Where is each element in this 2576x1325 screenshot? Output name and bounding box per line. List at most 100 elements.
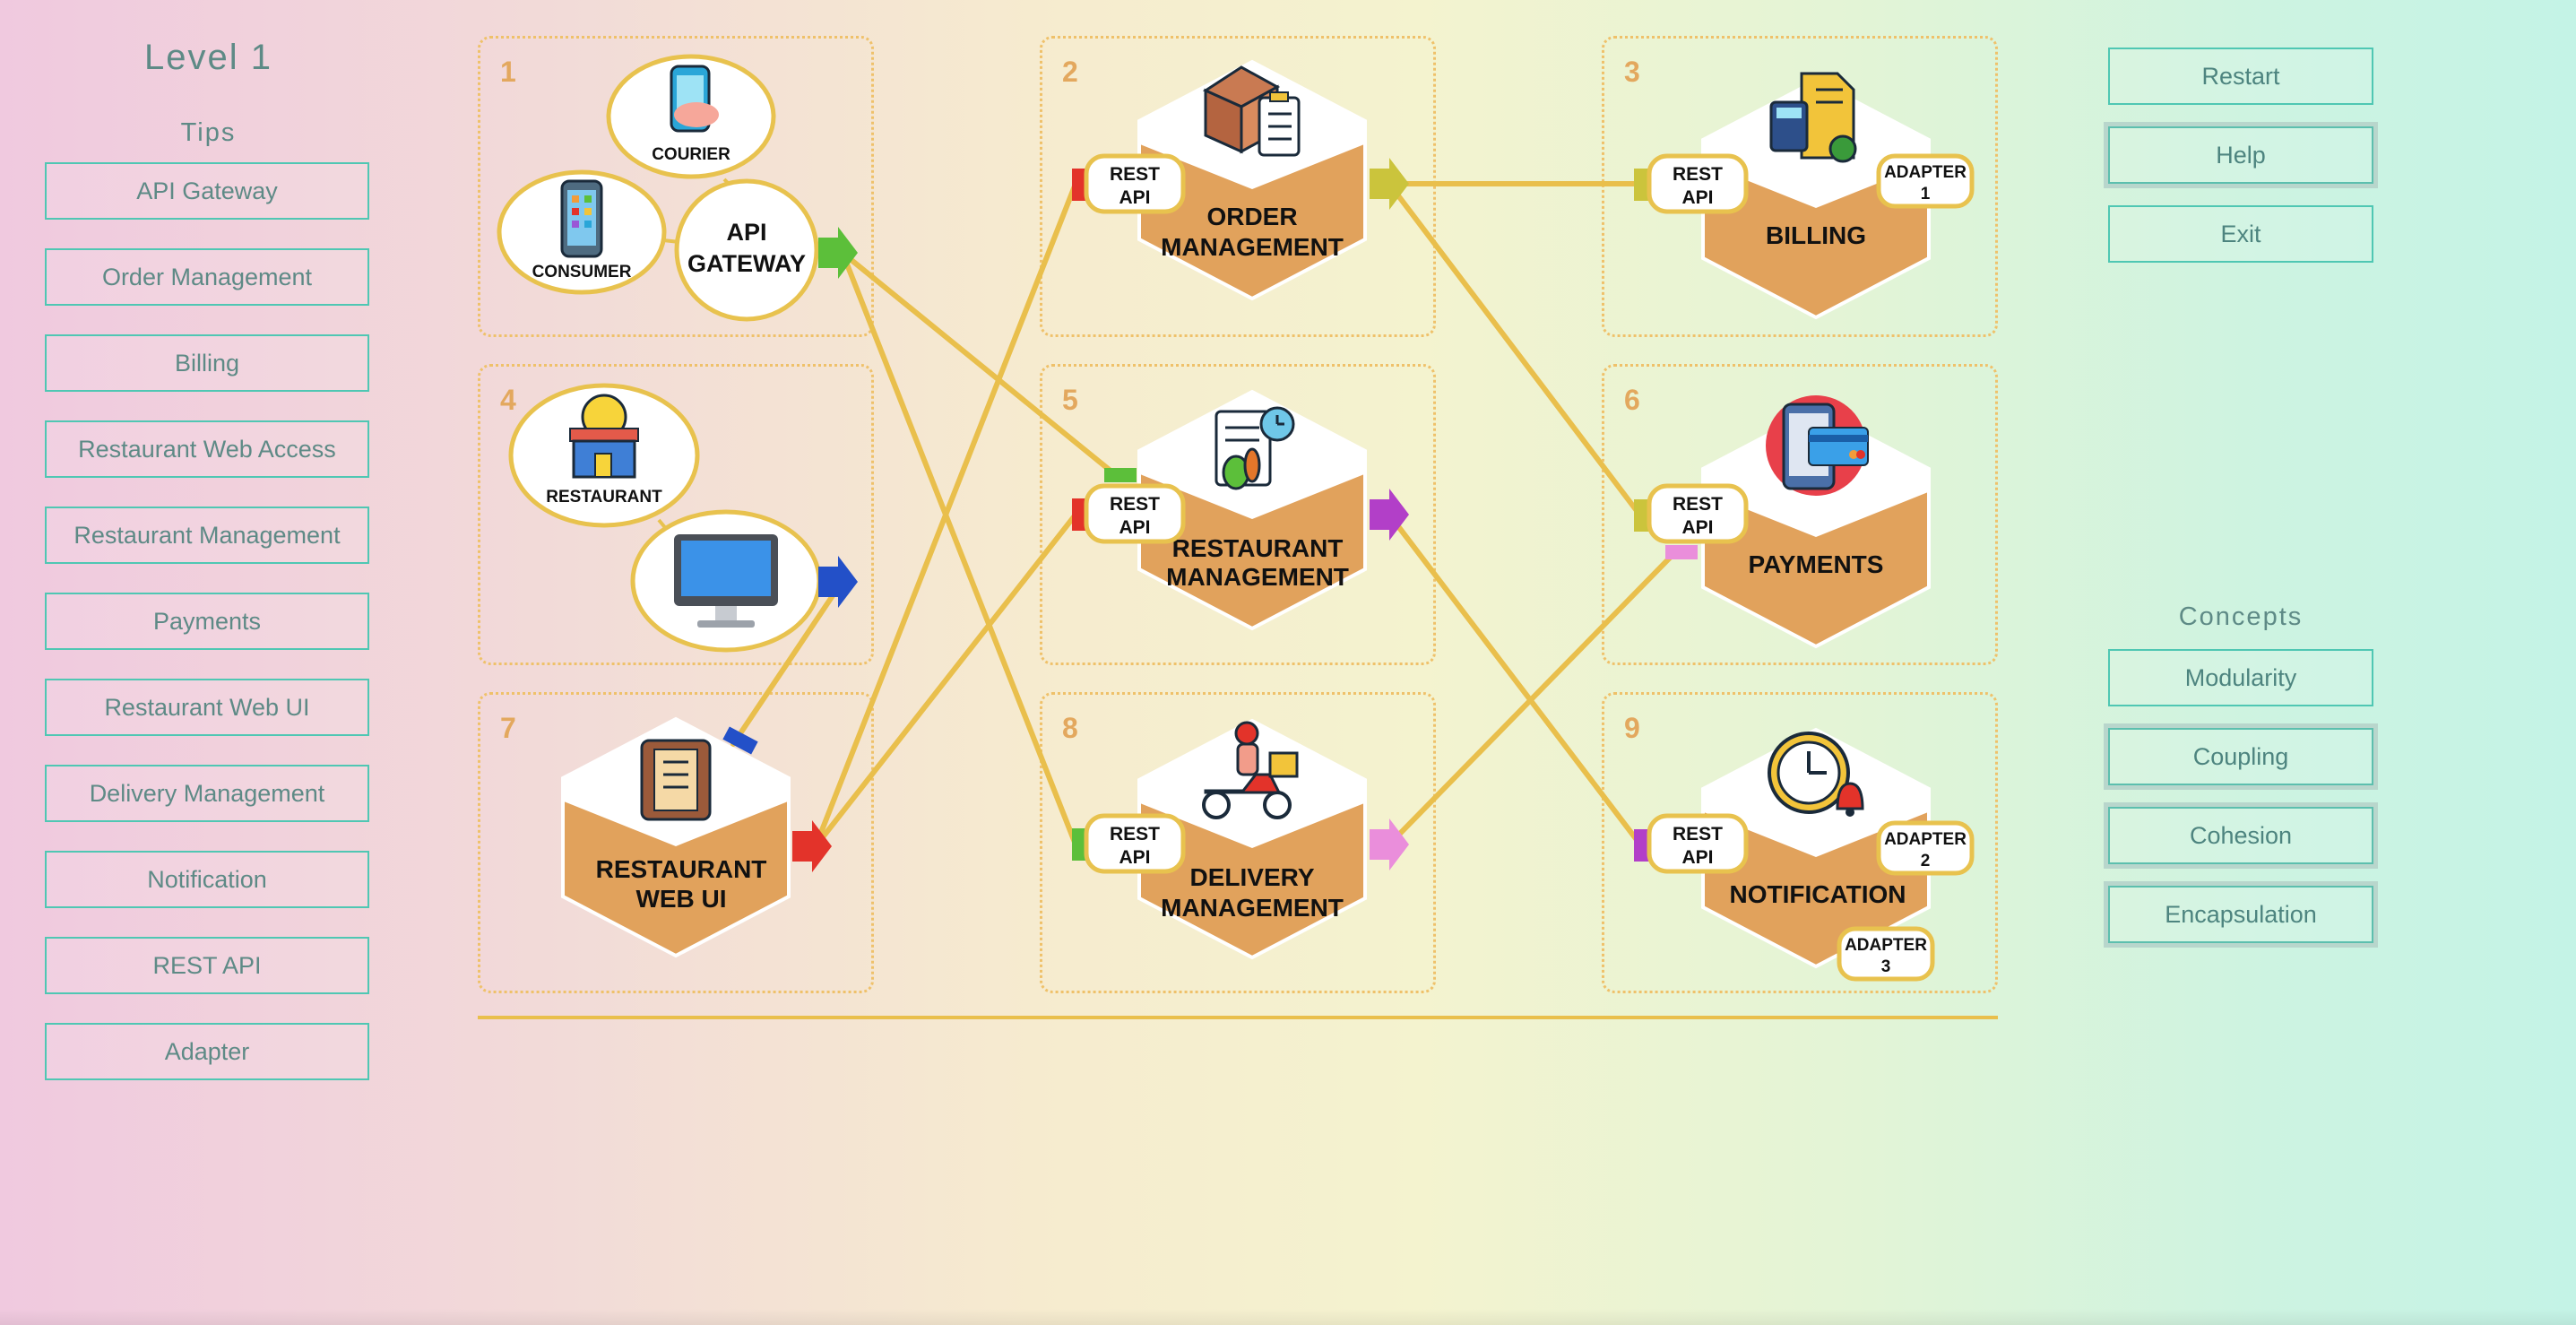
slot-1[interactable] [478, 36, 874, 337]
tip-notification[interactable]: Notification [45, 851, 369, 908]
recipe-clipboard-icon [1215, 406, 1295, 490]
delivery-management-label-line1: DELIVERY [1190, 863, 1315, 891]
slot-number-6: 6 [1624, 384, 1640, 416]
tip-delivery-management[interactable]: Delivery Management [45, 765, 369, 822]
payments-rest-api-pill: REST API [1647, 483, 1749, 544]
order-management-label-line1: ORDER [1206, 203, 1297, 230]
restaurant-web-ui-label-line1: RESTAURANT [596, 855, 767, 883]
svg-text:REST: REST [1673, 494, 1723, 515]
concept-coupling[interactable]: Coupling [2108, 728, 2373, 785]
tip-order-management[interactable]: Order Management [45, 248, 369, 306]
svg-text:API: API [1119, 847, 1150, 868]
wire-restaurant-notification [1387, 512, 1643, 847]
tip-adapter[interactable]: Adapter [45, 1023, 369, 1080]
slot-number-5: 5 [1062, 384, 1078, 416]
billing-rest-api-pill: REST API [1647, 153, 1749, 214]
slot-6[interactable] [1602, 364, 1998, 665]
consumer-label: CONSUMER [532, 263, 632, 281]
slot-4[interactable] [478, 364, 874, 665]
slot-9[interactable] [1602, 692, 1998, 993]
slot-number-1: 1 [500, 56, 516, 88]
tips-title: Tips [180, 118, 237, 147]
tip-rest-api[interactable]: REST API [45, 937, 369, 994]
olive-input-port [1634, 169, 1650, 201]
svg-text:API: API [1119, 187, 1150, 208]
restaurant-web-ui-label-line2: WEB UI [635, 885, 726, 913]
consumer-phone-icon [560, 179, 603, 258]
slot-number-8: 8 [1062, 712, 1078, 744]
tip-restaurant-web-access[interactable]: Restaurant Web Access [45, 420, 369, 478]
svg-text:REST: REST [1110, 164, 1160, 185]
restaurant-web-access-cluster[interactable]: RESTAURANT [508, 383, 858, 653]
concepts-title: Concepts [2178, 602, 2304, 631]
adapter-1-pill: ADAPTER 1 [1876, 153, 1975, 209]
svg-text:API: API [1681, 847, 1713, 868]
blue-output-arrow [818, 556, 858, 608]
slot-number-4: 4 [500, 384, 516, 416]
restaurant-rest-api-pill: REST API [1084, 483, 1186, 544]
notification-label: NOTIFICATION [1729, 880, 1906, 908]
concept-modularity[interactable]: Modularity [2108, 649, 2373, 706]
delivery-rest-api-pill: REST API [1084, 813, 1186, 874]
billing-label: BILLING [1766, 221, 1866, 249]
red-output-arrow [792, 820, 832, 872]
delivery-management-label-line2: MANAGEMENT [1161, 894, 1344, 922]
adapter-3-pill: ADAPTER 3 [1837, 926, 1935, 982]
restart-button[interactable]: Restart [2108, 48, 2373, 105]
menu-book-icon [640, 739, 712, 821]
slot-8[interactable] [1040, 692, 1436, 993]
svg-text:1: 1 [1921, 185, 1931, 204]
slot-number-3: 3 [1624, 56, 1640, 88]
svg-text:REST: REST [1673, 164, 1723, 185]
notification-module[interactable]: NOTIFICATION [1637, 727, 1995, 1027]
clock-bell-icon [1768, 732, 1864, 817]
tip-api-gateway[interactable]: API Gateway [45, 162, 369, 220]
svg-text:ADAPTER: ADAPTER [1884, 830, 1967, 849]
wire-gateway-delivery [840, 250, 1078, 847]
order-management-label-line2: MANAGEMENT [1161, 233, 1344, 261]
tip-restaurant-management[interactable]: Restaurant Management [45, 507, 369, 564]
courier-phone-icon [670, 65, 719, 133]
svg-text:REST: REST [1110, 494, 1160, 515]
api-gateway-label-line2: GATEWAY [687, 250, 806, 277]
green-output-arrow [818, 227, 858, 279]
billing-module[interactable]: BILLING [1637, 72, 1995, 378]
mobile-payment-icon [1766, 395, 1869, 496]
svg-text:ADAPTER: ADAPTER [1884, 163, 1967, 182]
tip-billing[interactable]: Billing [45, 334, 369, 392]
svg-text:REST: REST [1110, 824, 1160, 844]
pink-input-port [1665, 545, 1698, 559]
desktop-monitor-icon [674, 534, 778, 628]
invoice-calculator-icon [1769, 72, 1857, 163]
olive-output-arrow [1370, 158, 1409, 210]
package-checklist-icon [1202, 65, 1301, 157]
level-title: Level 1 [144, 38, 272, 77]
svg-text:API: API [1681, 187, 1713, 208]
restaurant-label: RESTAURANT [546, 488, 662, 507]
payments-label: PAYMENTS [1749, 550, 1884, 578]
adapter-2-pill: ADAPTER 2 [1876, 820, 1975, 876]
slot-number-9: 9 [1624, 712, 1640, 744]
svg-text:API: API [1119, 517, 1150, 538]
restaurant-web-ui-module[interactable]: RESTAURANT WEB UI [497, 716, 855, 1017]
wire-gateway-restaurant [840, 250, 1119, 478]
slot-number-2: 2 [1062, 56, 1078, 88]
concept-encapsulation[interactable]: Encapsulation [2108, 886, 2373, 943]
restaurant-management-label-line1: RESTAURANT [1172, 534, 1344, 562]
exit-button[interactable]: Exit [2108, 205, 2373, 263]
svg-text:ADAPTER: ADAPTER [1845, 936, 1927, 955]
wire-order-payments [1387, 181, 1643, 518]
help-button[interactable]: Help [2108, 126, 2373, 184]
slot-number-7: 7 [500, 712, 516, 744]
slot-7[interactable] [478, 692, 874, 993]
concept-cohesion[interactable]: Cohesion [2108, 807, 2373, 864]
olive-input-port-2 [1634, 499, 1650, 532]
tip-restaurant-web-ui[interactable]: Restaurant Web UI [45, 679, 369, 736]
green-input-port [1104, 468, 1137, 482]
tip-payments[interactable]: Payments [45, 593, 369, 650]
svg-text:2: 2 [1921, 852, 1931, 870]
api-gateway-cluster[interactable]: COURIER CONSUMER API GATEWAY [497, 54, 858, 322]
blue-input-port [722, 726, 758, 755]
slot-5[interactable] [1040, 364, 1436, 665]
